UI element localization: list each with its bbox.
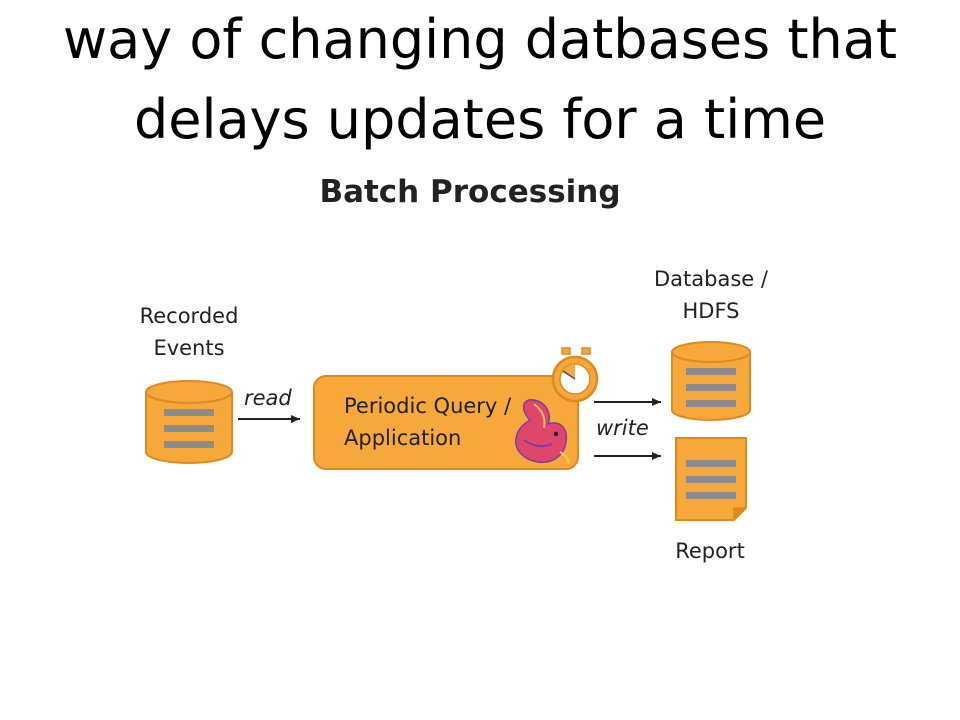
process-label-line-1: Periodic Query / <box>344 394 512 418</box>
diagram-title: Batch Processing <box>319 174 621 210</box>
sink-database-label: Database / HDFS <box>646 263 776 327</box>
process-label-line-2: Application <box>344 426 462 450</box>
slide-title-line-2: delays updates for a time <box>133 88 827 151</box>
report-document-icon <box>675 437 747 521</box>
stopwatch-icon <box>551 347 599 403</box>
slide-title-line-1: way of changing datbases that <box>63 8 897 71</box>
slide-title: way of changing datbases that delays upd… <box>0 0 960 160</box>
sink-database-icon <box>671 341 751 421</box>
sink-database-label-line-2: HDFS <box>682 299 740 323</box>
source-label-line-1: Recorded <box>139 304 239 328</box>
sink-database-label-line-1: Database / <box>654 267 768 291</box>
flink-squirrel-logo-icon <box>515 399 570 465</box>
read-label: read <box>244 386 292 410</box>
source-label: Recorded Events <box>129 300 249 364</box>
source-database-icon <box>145 380 233 464</box>
write-label: write <box>596 416 649 440</box>
report-label: Report <box>675 539 745 563</box>
source-label-line-2: Events <box>153 336 225 360</box>
process-label: Periodic Query / Application <box>344 390 511 454</box>
process-box <box>313 375 579 470</box>
